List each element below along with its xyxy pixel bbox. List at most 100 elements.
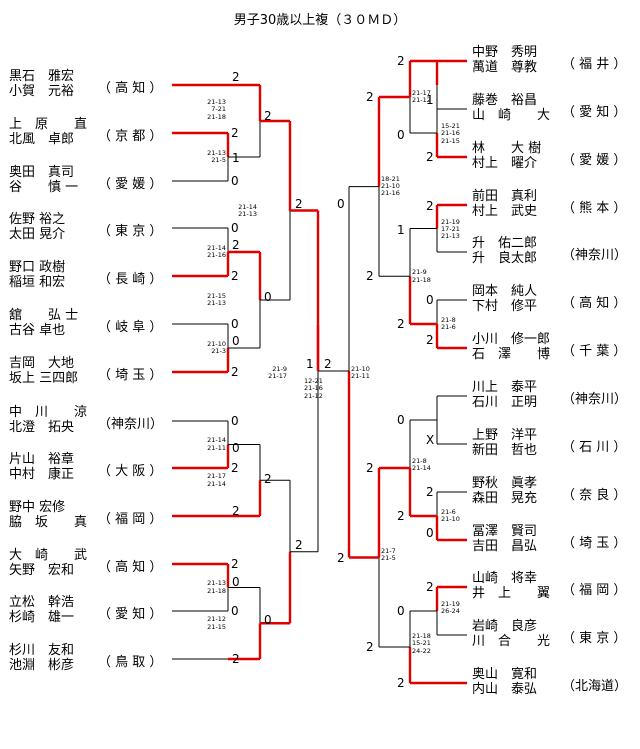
match-result: 0 [337,196,345,211]
match-result: 2 [231,126,239,140]
player-name: 村上 曜介 [472,156,538,171]
prefecture: （ 東 京 ） [98,224,163,239]
player-name: 升 良太郎 [472,251,538,266]
game-score: 26-24 [441,607,460,616]
game-score: 17-21 [441,224,460,233]
prefecture: （ 石 川 ） [562,440,627,455]
game-score: 21-16 [304,384,323,393]
prefecture: （神奈川） [562,248,628,263]
game-score: 15-21 [412,639,431,648]
game-score: 24-22 [412,646,431,655]
prefecture: （ 福 岡 ） [98,512,163,527]
prefecture: （ 熊 本 ） [562,201,627,216]
match-result: 2 [366,461,374,475]
prefecture: （ 千 葉 ） [562,344,627,359]
match-result: 0 [232,334,240,348]
player-name: 谷 慎 一 [9,180,79,195]
player-name: 立松 幹浩 [9,595,75,610]
player-name: 前田 真利 [472,189,538,204]
player-name: 岡本 純人 [472,284,538,299]
final-result: 1 [306,357,314,371]
player-name: 野秋 眞孝 [472,476,538,491]
game-score: 21-19 [441,600,460,608]
game-score: 21-14 [207,436,226,445]
match-result: 2 [264,109,272,123]
match-result: 2 [232,504,240,518]
game-score: 21-3 [211,347,226,355]
game-score: 21-9 [272,365,287,373]
player-name: 矢野 宏和 [9,563,75,578]
player-name: 太田 晃介 [9,227,66,242]
prefecture: （ 高 知 ） [562,296,627,311]
player-name: 脇 坂 真 [9,515,88,530]
player-name: 小賀 元裕 [9,84,75,99]
player-name: 古谷 卓也 [9,323,66,338]
game-score: 21-8 [441,316,456,324]
match-result: 2 [366,640,374,654]
player-name: 吉岡 大地 [9,356,75,371]
game-score: 21-16 [207,251,226,259]
game-score: 21-5 [381,553,396,562]
game-score: 21-18 [207,112,226,121]
game-score: 21-7 [381,546,396,555]
game-score: 21-15 [207,622,226,631]
game-score: 21-18 [207,586,226,595]
game-score: 21-12 [207,615,226,624]
match-result: 2 [264,472,272,487]
player-name: 林 大 樹 [472,141,542,156]
player-name: 森田 晃充 [472,491,538,506]
prefecture: （ 愛 媛 ） [98,177,163,192]
game-score: 21-17 [412,89,431,97]
player-name: 佐野 裕之 [9,212,66,227]
prefecture: （ 埼 玉 ） [562,536,627,551]
player-name: 中村 康正 [9,467,75,482]
game-score: 21-10 [207,339,226,348]
game-score: 21-8 [412,457,427,465]
match-result: 2 [397,317,405,331]
prefecture: （北海道） [562,679,628,694]
game-score: 21-15 [441,136,460,145]
match-result: 2 [426,199,434,213]
game-score: 21-16 [441,129,460,138]
match-result: 2 [426,485,434,499]
prefecture: （ 埼 玉 ） [98,368,163,383]
match-result: 1 [426,93,434,107]
prefecture: （ 奈 良 ） [562,488,627,503]
game-score: 21-5 [211,156,226,164]
player-name: 石 澤 博 [472,347,551,362]
match-result: 0 [232,574,240,589]
match-result: 2 [397,676,405,690]
match-result: 2 [366,269,374,284]
player-name: 山 崎 大 [472,108,551,123]
game-score: 21-13 [238,209,257,218]
match-result: 2 [337,550,345,565]
game-score: 21-13 [207,148,226,157]
match-result: 0 [397,413,405,427]
match-result: 1 [397,222,405,237]
player-name: 下村 修平 [472,299,538,314]
player-name: 中野 秀明 [472,45,538,60]
match-result: 1 [232,151,240,165]
match-result: 0 [426,526,434,540]
game-score: 21-10 [351,365,370,373]
player-name: 池淵 彬彦 [9,658,75,673]
player-name: 杉川 友和 [9,643,75,658]
prefecture: （ 高 知 ） [98,560,163,575]
match-result: 2 [366,90,374,104]
player-name: 片山 裕章 [9,452,75,467]
match-result: 2 [232,70,240,84]
game-score: 21-18 [412,632,431,640]
prefecture: （ 愛 媛 ） [562,153,627,168]
match-result: 0 [231,174,239,188]
player-name: 村上 武史 [472,204,538,219]
match-result: 2 [397,509,405,523]
player-name: 坂上 三四郎 [9,371,79,386]
player-name: 岩崎 良彦 [472,619,538,634]
prefecture: （ 福 岡 ） [562,583,627,598]
game-score: 21-11 [207,443,226,452]
player-name: 北澄 拓央 [9,420,75,435]
player-name: 野中 宏修 [9,500,66,515]
prefecture: （ 長 崎 ） [98,272,163,287]
player-name: 石川 正明 [472,395,538,410]
match-result: 2 [231,365,239,379]
